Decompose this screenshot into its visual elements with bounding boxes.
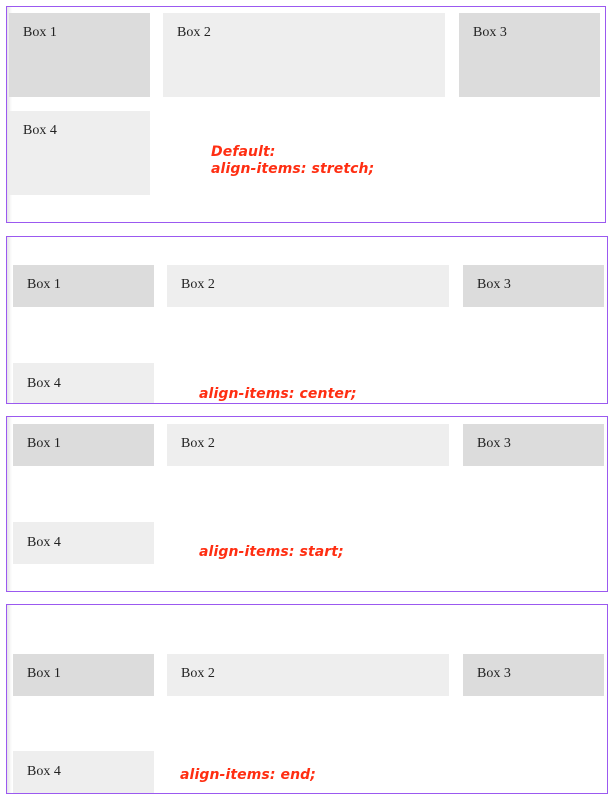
left-shadow: [7, 237, 12, 403]
grid-demo-center: Box 1 Box 2 Box 3 Box 4 align-items: cen…: [6, 236, 608, 404]
box-4: Box 4: [13, 751, 154, 793]
grid-demo-start: Box 1 Box 2 Box 3 Box 4 align-items: sta…: [6, 416, 608, 592]
box-1: Box 1: [9, 13, 150, 97]
box-1: Box 1: [13, 654, 154, 696]
left-shadow: [7, 417, 12, 591]
box-4: Box 4: [13, 522, 154, 564]
box-2: Box 2: [167, 424, 449, 466]
box-4: Box 4: [13, 363, 154, 403]
box-1: Box 1: [13, 265, 154, 307]
box-2: Box 2: [167, 265, 449, 307]
box-3: Box 3: [459, 13, 600, 97]
box-4: Box 4: [9, 111, 150, 195]
caption-line-1: Default:: [211, 144, 276, 160]
caption-end: align-items: end;: [180, 767, 316, 784]
caption-line-1: align-items: center;: [199, 386, 357, 402]
box-2: Box 2: [167, 654, 449, 696]
caption-center: align-items: center;: [199, 386, 357, 403]
caption-line-2: align-items: stretch;: [211, 161, 375, 177]
box-3: Box 3: [463, 424, 604, 466]
box-3: Box 3: [463, 265, 604, 307]
box-2: Box 2: [163, 13, 445, 97]
left-shadow: [7, 605, 12, 793]
caption-start: align-items: start;: [199, 544, 344, 561]
grid-demo-end: Box 1 Box 2 Box 3 Box 4 align-items: end…: [6, 604, 608, 794]
grid-demo-stretch: Box 1 Box 2 Box 3 Box 4 Default: align-i…: [6, 6, 606, 223]
box-3: Box 3: [463, 654, 604, 696]
caption-stretch: Default: align-items: stretch;: [211, 144, 374, 178]
caption-line-1: align-items: start;: [199, 544, 344, 560]
caption-line-1: align-items: end;: [180, 767, 317, 783]
box-1: Box 1: [13, 424, 154, 466]
